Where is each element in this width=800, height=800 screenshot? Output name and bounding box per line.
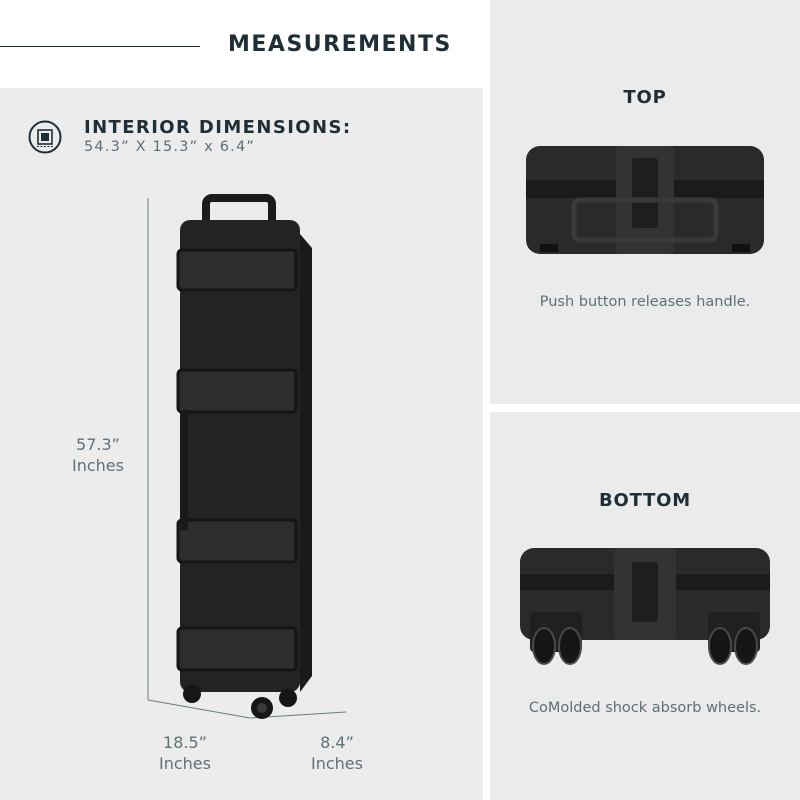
height-value: 57.3” [76,435,120,454]
bottom-view-title: BOTTOM [598,490,691,511]
dimension-square-icon [28,120,62,154]
height-dimension: 57.3” Inches [52,434,144,476]
width-value: 18.5” [163,733,207,752]
bottom-view-caption: CoMolded shock absorb wheels. [528,700,762,716]
width-unit: Inches [159,754,211,773]
interior-dimensions-value: 54.3” X 15.3” x 6.4” [84,139,256,155]
width-dimension: 18.5” Inches [140,732,230,774]
page-title: MEASUREMENTS [228,32,452,57]
interior-dimensions-label: INTERIOR DIMENSIONS: [84,117,352,138]
top-view-title: TOP [623,87,667,108]
height-unit: Inches [72,456,124,475]
case-illustration [147,194,347,719]
title-rule [0,46,200,47]
width-dimension-line [147,699,251,719]
depth-value: 8.4” [320,733,354,752]
depth-dimension: 8.4” Inches [292,732,382,774]
bottom-view-case-image [520,548,770,665]
depth-unit: Inches [311,754,363,773]
top-view-caption: Push button releases handle. [539,294,751,310]
vertical-divider [483,0,490,800]
top-view-case-image [526,146,764,254]
tall-case [176,194,312,719]
top-view: TOP Push button releases handle. [490,0,800,404]
bottom-view: BOTTOM CoMolded shock absorb wheels. [490,412,800,800]
horizontal-divider [490,404,800,412]
